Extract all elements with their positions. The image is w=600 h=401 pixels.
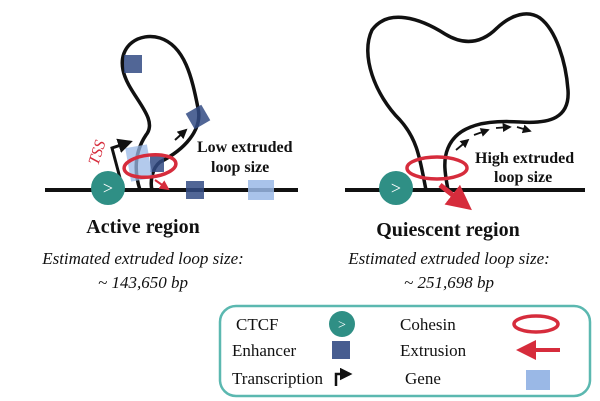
legend-box	[218, 304, 592, 398]
quiescent-loop-label-line1: High extruded	[475, 150, 574, 167]
quiescent-caption-line1: Estimated extruded loop size:	[347, 249, 550, 268]
quiescent-chromatin-loop	[366, 12, 570, 191]
cohesin-icon	[405, 155, 469, 181]
active-caption-line2: ~ 143,650 bp	[98, 273, 188, 292]
gene-icon	[248, 180, 274, 200]
active-panel: > TSS Low extruded loop size Active regi…	[41, 34, 298, 292]
enhancer-icon	[185, 104, 211, 130]
ctcf-icon	[91, 171, 125, 205]
legend-label-ctcf: CTCF	[236, 315, 279, 334]
transcription-arrow-icon	[334, 367, 353, 386]
ctcf-icon	[379, 171, 413, 205]
enhancer-icon	[124, 55, 142, 73]
transcription-arrow-icon	[473, 128, 490, 137]
ctcf-symbol: >	[103, 178, 113, 198]
legend-label-extrusion: Extrusion	[400, 341, 467, 360]
ctcf-symbol: >	[391, 178, 401, 198]
quiescent-loop-label-line2: loop size	[494, 169, 552, 186]
transcription-arrow-icon	[174, 128, 188, 141]
enhancer-icon	[150, 156, 164, 172]
extrusion-arrow-icon	[154, 179, 170, 191]
transcription-arrow-icon	[455, 138, 470, 151]
transcription-arrow-icon	[516, 124, 532, 134]
transcription-arrow-icon	[495, 123, 512, 133]
ctcf-icon	[329, 311, 355, 337]
ctcf-symbol: >	[338, 318, 346, 333]
transcription-arrow-icon	[110, 138, 133, 179]
legend-label-enhancer: Enhancer	[232, 341, 297, 360]
enhancer-icon	[332, 341, 350, 359]
legend-label-cohesin: Cohesin	[400, 315, 456, 334]
active-loop-label-line1: Low extruded	[197, 139, 293, 156]
cohesin-icon	[512, 314, 560, 334]
active-region-title: Active region	[86, 216, 200, 238]
cohesin-icon	[122, 152, 178, 180]
active-caption-line1: Estimated extruded loop size:	[41, 249, 244, 268]
quiescent-region-title: Quiescent region	[376, 219, 520, 241]
legend-label-transcription: Transcription	[232, 369, 323, 388]
active-loop-label-line2: loop size	[211, 159, 269, 176]
gene-icon	[526, 370, 550, 390]
legend: CTCF > Cohesin Enhancer Extrusion Transc…	[218, 304, 592, 398]
quiescent-panel: > High extruded loop size Quiescent regi…	[345, 12, 585, 292]
tss-label: TSS	[86, 138, 110, 167]
legend-label-gene: Gene	[405, 369, 441, 388]
enhancer-icon	[186, 181, 204, 199]
quiescent-caption-line2: ~ 251,698 bp	[404, 273, 494, 292]
extrusion-arrow-icon	[438, 183, 472, 211]
